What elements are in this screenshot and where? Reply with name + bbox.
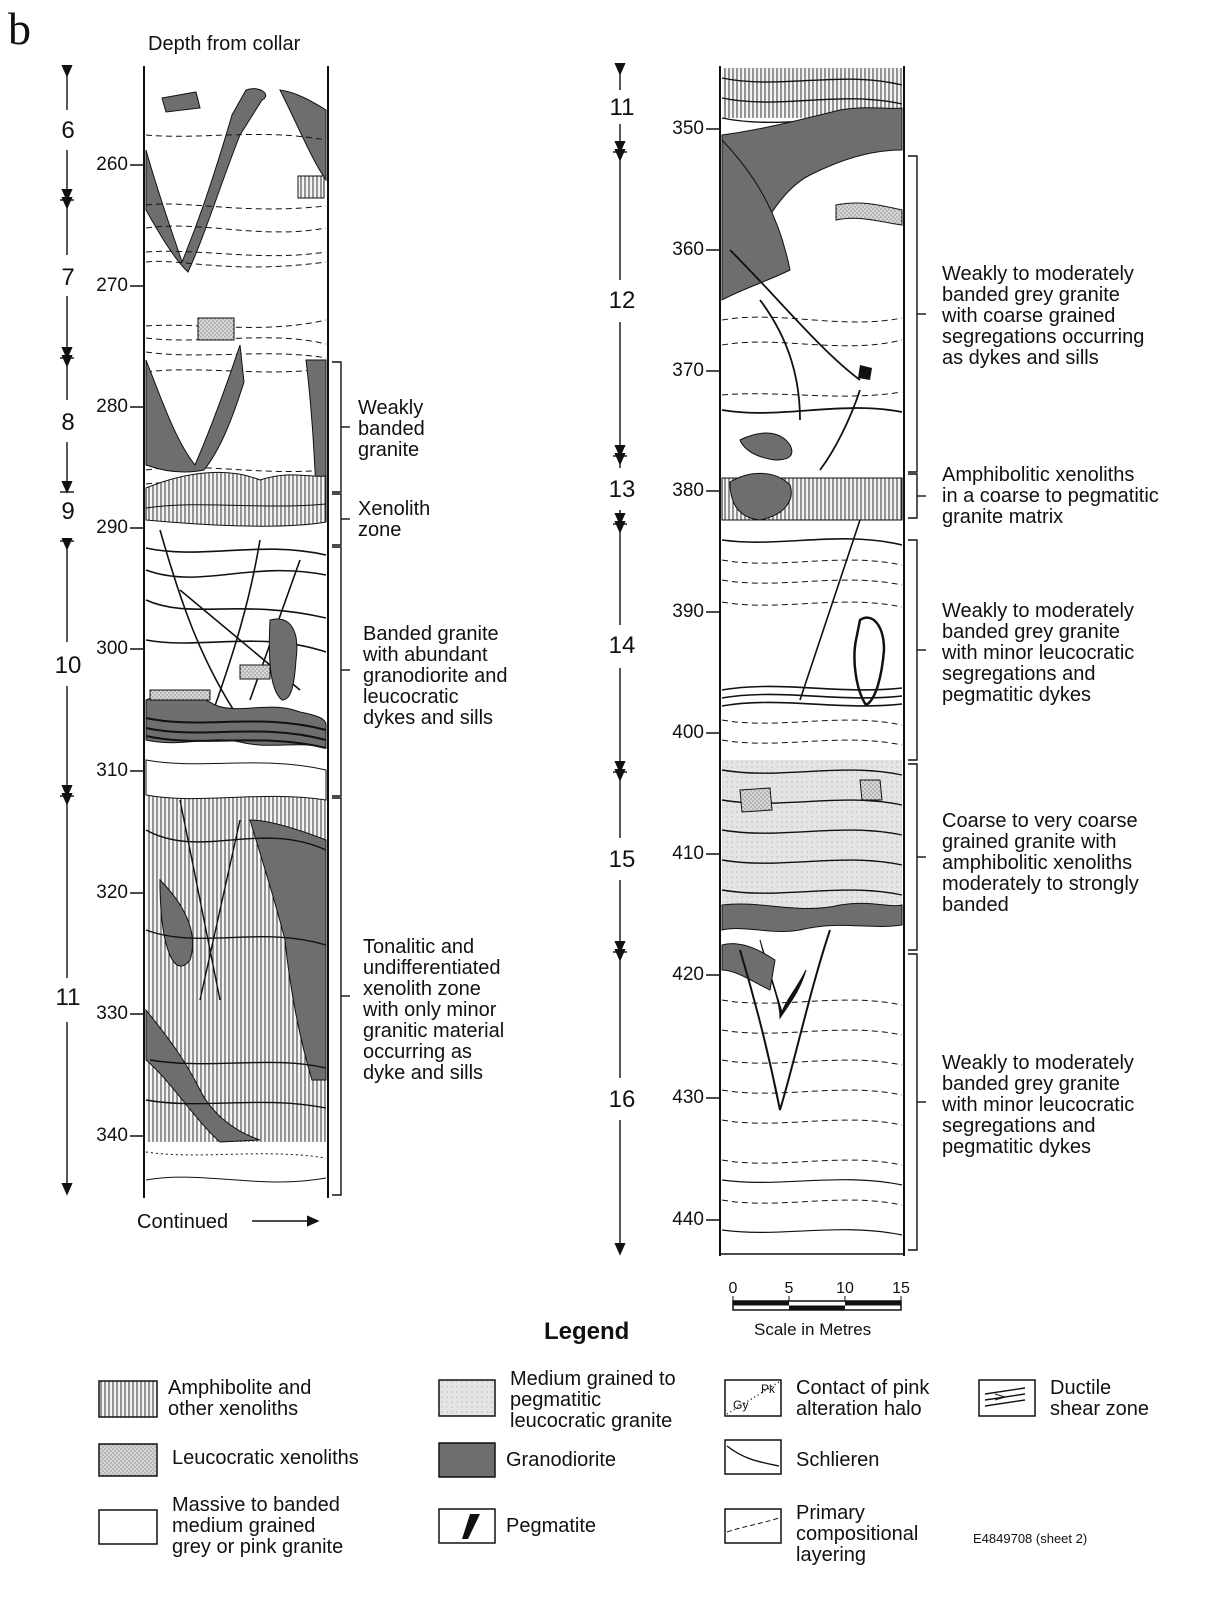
legend-swatches (99, 1380, 1035, 1544)
left-log-column (60, 66, 350, 1221)
scale-bar (733, 1296, 901, 1310)
right-log-column (613, 66, 926, 1256)
alteration-mark-pk: Pk (761, 1382, 775, 1396)
alteration-mark-gy: Gy (733, 1398, 748, 1412)
